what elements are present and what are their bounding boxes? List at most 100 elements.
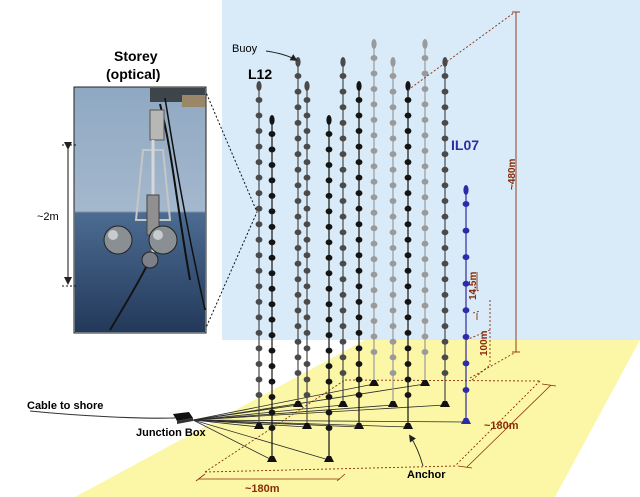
- anchor-icon: [267, 456, 277, 462]
- storey-marker: [325, 146, 333, 153]
- storey-marker: [255, 298, 263, 305]
- storey-marker: [325, 223, 333, 230]
- interlink-cable: [192, 404, 299, 421]
- storey-marker: [268, 239, 276, 246]
- storey-marker: [294, 88, 302, 95]
- storey-marker: [255, 345, 263, 352]
- anchor-icon: [440, 401, 450, 407]
- storey-marker: [325, 425, 333, 431]
- storey-marker: [404, 298, 412, 305]
- storey-marker: [294, 198, 302, 205]
- buoy-icon: [422, 39, 428, 49]
- interlink-cable: [192, 404, 394, 421]
- storey-marker: [255, 252, 263, 259]
- storey-marker: [355, 190, 363, 197]
- storey-height-label: ~2m: [37, 211, 59, 223]
- storey-marker: [389, 104, 397, 111]
- width-right-label: ~180m: [484, 420, 519, 432]
- buoy-icon: [371, 39, 377, 49]
- storey-marker: [325, 285, 333, 292]
- storey-marker: [325, 192, 333, 199]
- storey-marker: [441, 244, 449, 251]
- storey-marker: [303, 345, 311, 352]
- storey-marker: [294, 73, 302, 79]
- storey-marker: [339, 338, 347, 345]
- storey-marker: [255, 128, 263, 135]
- buoy-icon: [256, 81, 262, 91]
- storey-marker: [421, 225, 429, 232]
- storey-marker: [325, 332, 333, 339]
- storey-marker: [370, 55, 378, 61]
- storey-marker: [339, 182, 347, 189]
- storey-marker: [355, 267, 363, 274]
- width-right-dimension: [457, 383, 557, 469]
- storey-callout-lines: [204, 89, 258, 331]
- storey-marker: [370, 85, 378, 92]
- storey-marker: [389, 166, 397, 173]
- storey-marker: [421, 147, 429, 154]
- storey-marker: [370, 70, 378, 77]
- anchor-icon: [254, 423, 264, 429]
- storey-marker: [421, 101, 429, 108]
- storey-marker: [339, 151, 347, 158]
- storey-marker: [339, 260, 347, 267]
- storey-marker: [462, 387, 470, 393]
- storey-marker: [255, 190, 263, 197]
- detector-line: [338, 57, 348, 407]
- storey-marker: [303, 392, 311, 398]
- storey-marker: [325, 208, 333, 215]
- storey-marker: [421, 116, 429, 123]
- storey-marker: [294, 354, 302, 361]
- storey-marker: [355, 298, 363, 305]
- cable-label: Cable to shore: [27, 400, 104, 412]
- storey-marker: [268, 177, 276, 184]
- interlink-cable: [192, 404, 446, 421]
- storey-marker: [404, 252, 412, 259]
- storey-marker: [404, 221, 412, 228]
- storey-marker: [389, 135, 397, 142]
- storey-marker: [441, 73, 449, 79]
- storey-marker: [404, 314, 412, 321]
- detector-line: [403, 81, 413, 429]
- storey-marker: [339, 198, 347, 205]
- storey-marker: [462, 360, 470, 367]
- storey-marker: [355, 128, 363, 135]
- storey-marker: [294, 323, 302, 330]
- storey-marker: [389, 151, 397, 158]
- storey-marker: [294, 151, 302, 158]
- anchor-icon: [369, 380, 379, 386]
- storey-marker: [294, 338, 302, 345]
- detector-line: [388, 57, 398, 407]
- storey-marker: [421, 256, 429, 263]
- storey-marker: [268, 347, 276, 354]
- storey-marker: [404, 174, 412, 181]
- storey-marker: [389, 229, 397, 236]
- storey-marker: [294, 229, 302, 236]
- storey-marker: [268, 378, 276, 385]
- storey-marker: [441, 307, 449, 314]
- storey-marker: [303, 252, 311, 259]
- storey-marker: [255, 97, 263, 103]
- height-dimension-label: ~480m: [507, 158, 518, 190]
- storey-marker: [325, 161, 333, 168]
- storey-marker: [355, 392, 363, 398]
- anchor-icon: [302, 423, 312, 429]
- storey-marker: [294, 104, 302, 111]
- storey-marker: [421, 349, 429, 355]
- storey-marker: [421, 333, 429, 340]
- storey-marker: [441, 104, 449, 111]
- interlink-cable: [192, 419, 409, 428]
- storey-marker: [404, 360, 412, 367]
- storey-marker: [370, 225, 378, 232]
- width-bottom-dimension: [195, 473, 346, 482]
- storey-marker: [303, 205, 311, 212]
- storey-marker: [370, 101, 378, 108]
- storey-marker: [404, 283, 412, 290]
- storey-marker: [268, 254, 276, 261]
- storey-marker: [404, 159, 412, 166]
- storey-marker: [339, 135, 347, 142]
- storey-marker: [339, 166, 347, 173]
- storey-marker: [389, 119, 397, 126]
- storey-marker: [268, 332, 276, 339]
